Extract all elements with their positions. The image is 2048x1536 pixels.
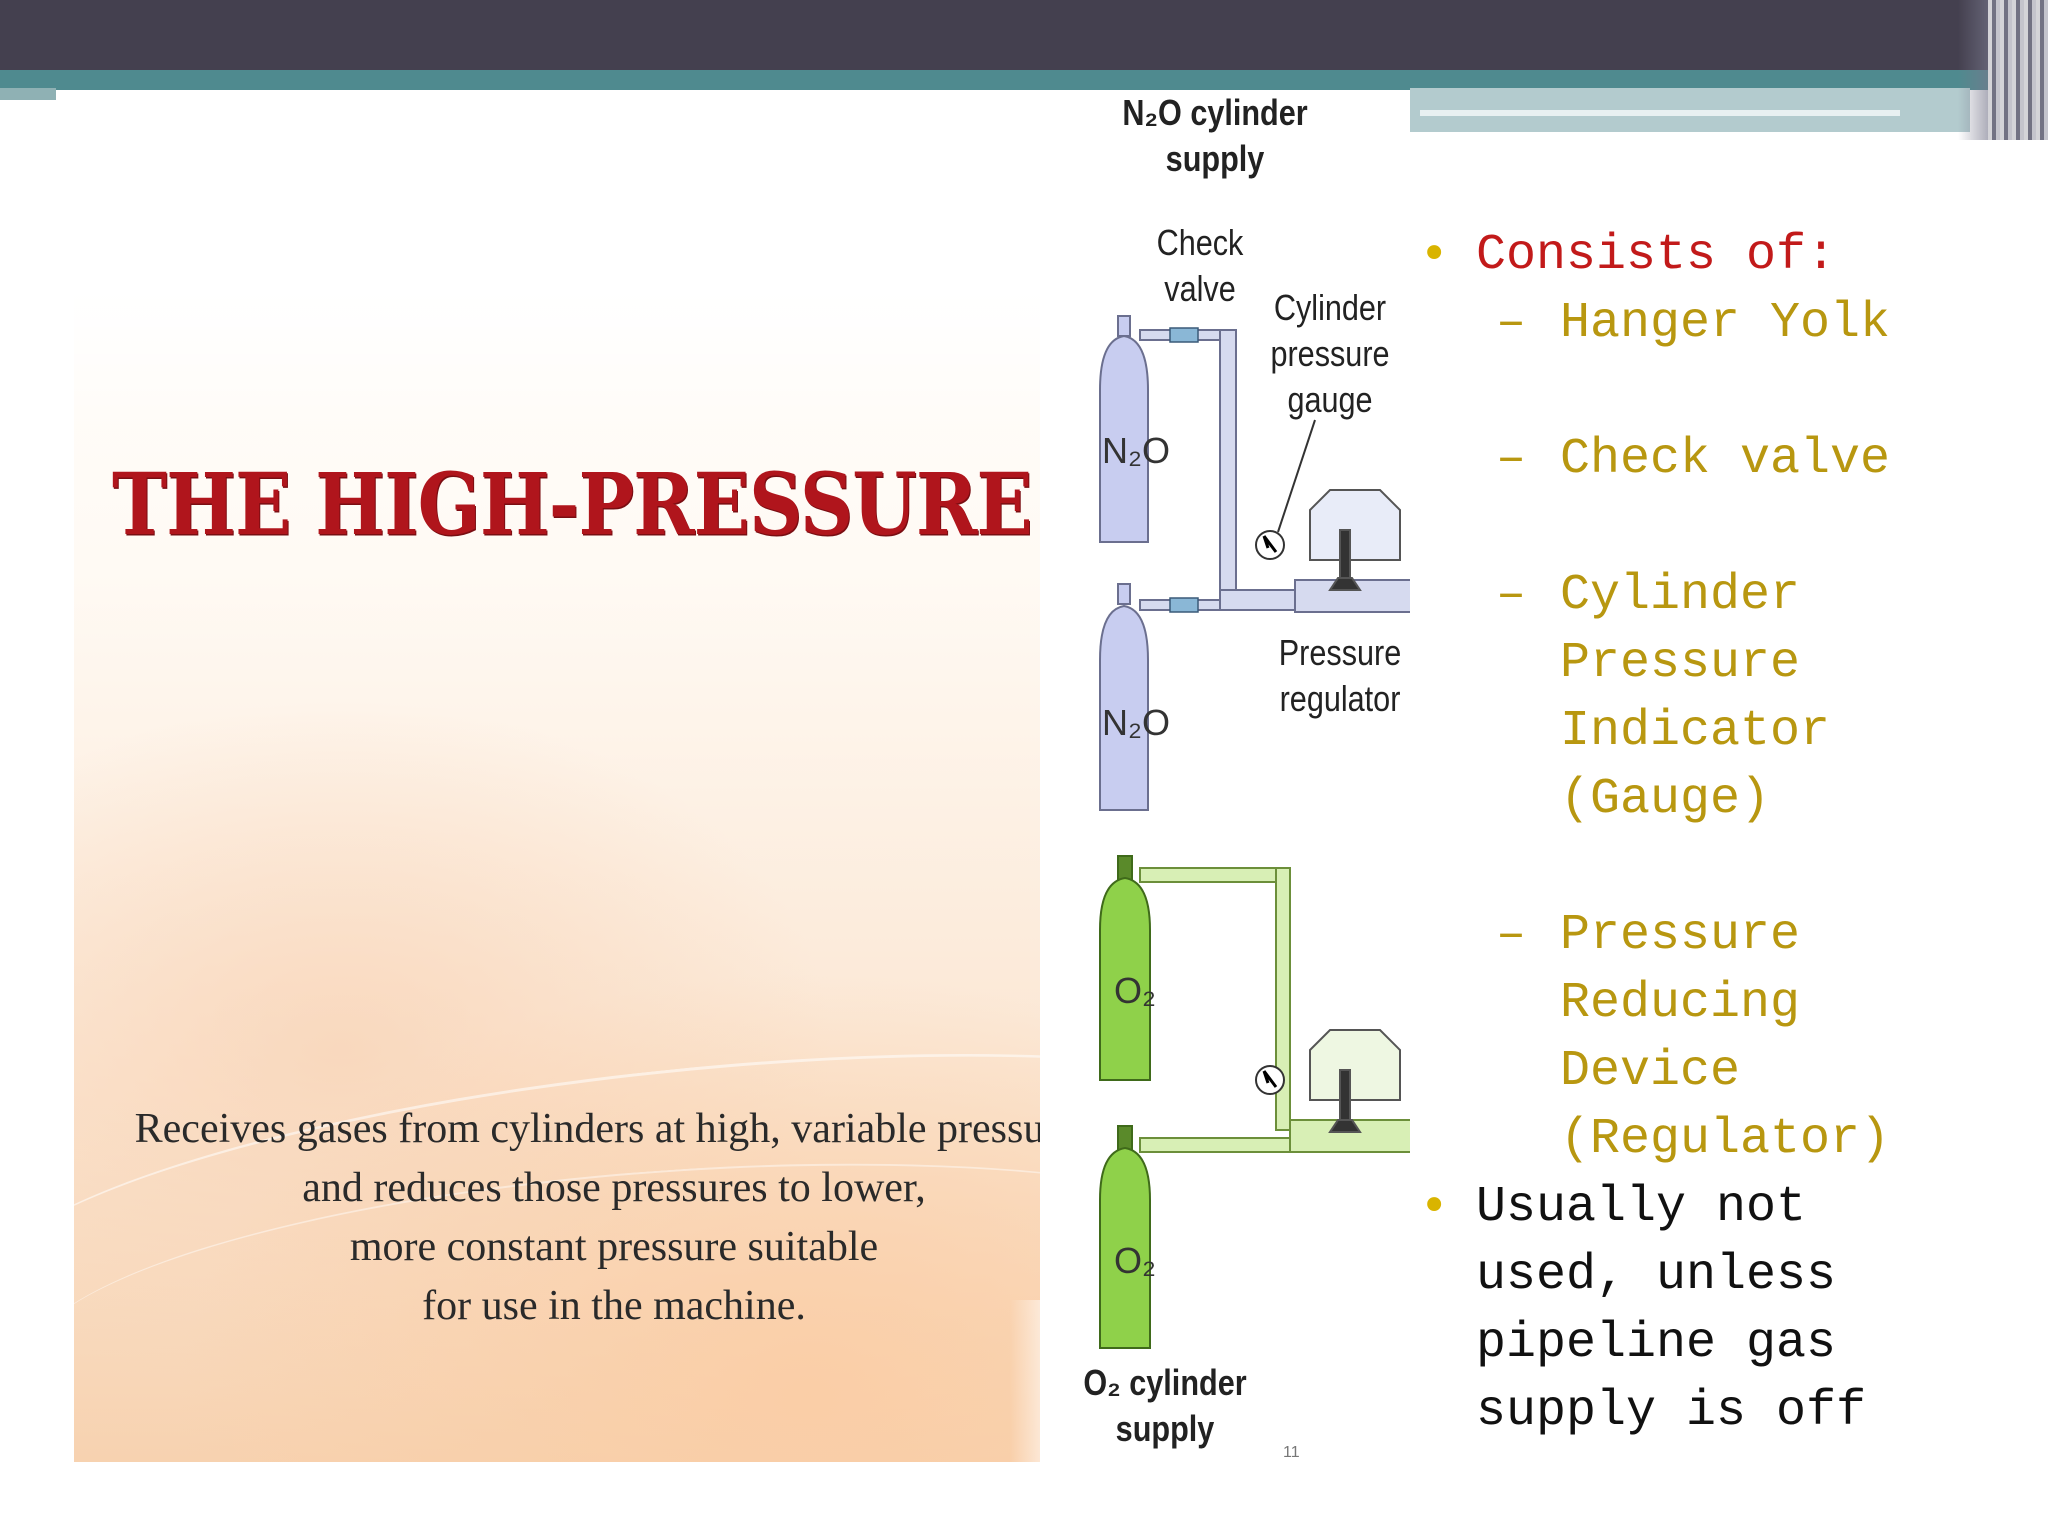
sub-item-regulator-line: Reducing: [1560, 975, 1801, 1032]
o2-cylinder-top: [1099, 855, 1151, 1081]
o2-cylinder-label: O₂: [1114, 970, 1156, 1011]
high-pressure-diagram: N₂O cylinder supply Check valve Cylinder…: [1040, 90, 1421, 1462]
regulator-icon: [1309, 489, 1401, 591]
dash-icon: –: [1496, 907, 1527, 964]
sub-item-gauge-line: Cylinder: [1560, 567, 1801, 624]
sub-item-regulator-line: Pressure: [1560, 907, 1801, 964]
banner-fade: [1958, 0, 1988, 140]
sub-item-gauge-line: Indicator: [1560, 703, 1831, 760]
o2-cylinder-bottom: [1099, 1125, 1151, 1349]
circuit-diagram-graphic: [1099, 315, 1421, 1349]
top-banner: [0, 0, 2048, 70]
regulator-icon: [1309, 1029, 1401, 1133]
dash-icon: –: [1496, 295, 1527, 352]
description-line: Receives gases from cylinders at high, v…: [134, 1106, 1094, 1152]
banner-accent-left: [0, 88, 56, 100]
banner-stripes: [1988, 0, 2048, 140]
check-valve-label: Check valve: [1156, 222, 1244, 309]
gauge-label: Cylinder pressure gauge: [1270, 287, 1390, 420]
bullet-usually-line: pipeline gas: [1476, 1315, 1837, 1372]
sub-item-regulator-line: Device: [1560, 1043, 1741, 1100]
description-line: for use in the machine.: [422, 1283, 806, 1329]
n2o-cylinder-top: [1099, 315, 1149, 543]
sub-item-gauge-line: Pressure: [1560, 635, 1801, 692]
sub-item-gauge-line: (Gauge): [1560, 771, 1771, 828]
o2-supply-label: O₂ cylinder supply: [1083, 1362, 1247, 1449]
sub-item-check-valve: Check valve: [1560, 431, 1891, 488]
page-number: 11: [1283, 1444, 1300, 1461]
bullet-usually-line: Usually not: [1476, 1179, 1807, 1236]
bullet-consists: Consists of:: [1476, 227, 1837, 284]
dash-icon: –: [1496, 567, 1527, 624]
banner-accent-stripe: [0, 70, 2048, 90]
n2o-cylinder-bottom: [1099, 583, 1149, 811]
n2o-cylinder-label: N₂O: [1102, 702, 1170, 743]
bullet-icon: •: [1420, 1178, 1449, 1234]
description-line: and reduces those pressures to lower,: [302, 1165, 926, 1211]
slide-title: THE HIGH-PRESSURE CIRCIUT: [112, 456, 1410, 555]
regulator-label: Pressure regulator: [1278, 632, 1402, 719]
sub-item-regulator-line: (Regulator): [1560, 1111, 1891, 1168]
bullet-usually-line: supply is off: [1476, 1383, 1867, 1440]
n2o-cylinder-label: N₂O: [1102, 430, 1170, 471]
bullet-usually-line: used, unless: [1476, 1247, 1837, 1304]
sub-item-hanger-yoke: Hanger Yolk: [1560, 295, 1891, 352]
n2o-supply-label: N₂O cylinder supply: [1122, 92, 1308, 179]
dash-icon: –: [1496, 431, 1527, 488]
description-line: more constant pressure suitable: [349, 1224, 879, 1270]
slide-description: Receives gases from cylinders at high, v…: [124, 1100, 1104, 1336]
bullet-icon: •: [1420, 226, 1449, 282]
banner-accent-line: [1420, 110, 1900, 116]
o2-cylinder-label: O₂: [1114, 1240, 1156, 1281]
